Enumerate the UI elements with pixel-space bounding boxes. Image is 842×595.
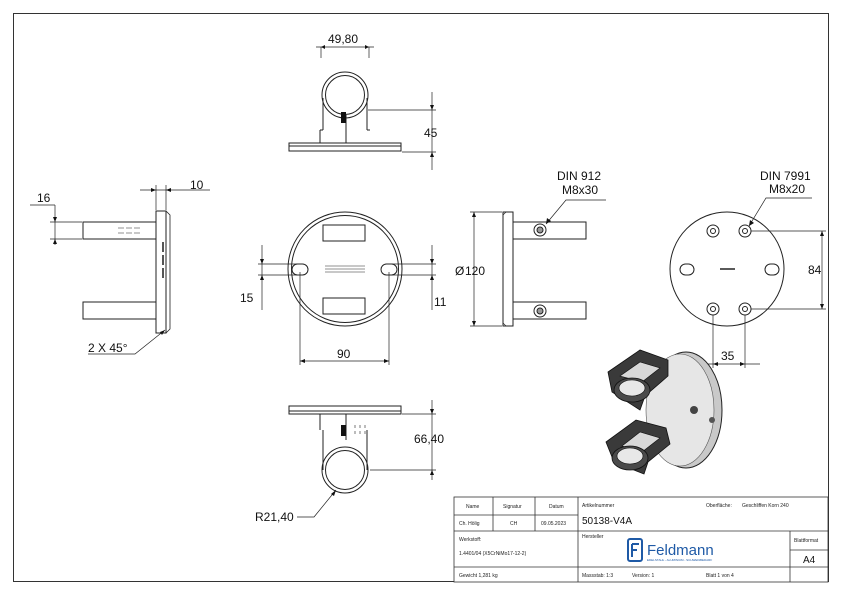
company-tagline: EDELSTAHL - ALUMINIUM - SCHWEIßBEDARF (647, 558, 712, 562)
tb-material-value: 1.4401/04 (X5CrNiMo17-12-2) (459, 551, 527, 557)
dim-diameter-symbol: Ø (455, 264, 464, 278)
dim-hole-distance: 90 (337, 347, 351, 361)
sheet-frame (13, 13, 829, 582)
dim-bolt-horizontal: 35 (721, 349, 735, 363)
dim-top-width: 49,80 (328, 32, 358, 46)
isometric-render (605, 349, 723, 475)
tb-date-value: 09.05.2023 (541, 521, 566, 527)
bottom-view (288, 400, 436, 518)
back-view (669, 197, 826, 368)
tb-manufacturer-label: Hersteller (582, 534, 604, 540)
dim-diameter: 120 (465, 264, 485, 278)
dim-slot-right: 11 (434, 295, 447, 309)
tb-surface-value: Geschliffen Korn 240 (742, 503, 789, 509)
dim-chamfer: 2 X 45° (88, 341, 128, 355)
dim-bolt-vertical: 84 (808, 263, 822, 277)
screw-spec-1-norm: DIN 912 (557, 169, 601, 183)
screw-spec-2-size: M8x20 (769, 182, 805, 196)
tb-signature-header: Signatur (503, 504, 522, 510)
screw-spec-2-norm: DIN 7991 (760, 169, 811, 183)
company-logo: Feldmann EDELSTAHL - ALUMINIUM - SCHWEIß… (627, 538, 714, 562)
screw-spec-1-size: M8x30 (562, 183, 598, 197)
tb-article-label: Artikelnummer (582, 503, 615, 509)
company-name: Feldmann (647, 542, 714, 559)
dim-slot-left: 15 (240, 291, 254, 305)
tb-signature-value: CH (510, 521, 518, 527)
dim-side-thickness: 10 (190, 178, 204, 192)
tb-scale: Massstab: 1:3 (582, 573, 613, 579)
tb-article-number: 50138-V4A (582, 516, 632, 527)
dim-side-small: 16 (37, 191, 51, 205)
tb-surface-label: Oberfläche: (706, 503, 732, 509)
tb-date-header: Datum (549, 504, 564, 510)
tb-material-label: Werkstoff: (459, 537, 481, 543)
tb-sheet: Blatt 1 von 4 (706, 573, 734, 579)
tb-name-header: Name (466, 504, 480, 510)
tb-format-value: A4 (803, 555, 816, 566)
tb-weight: Gewicht 1,281 kg (459, 573, 498, 579)
top-view (288, 45, 436, 170)
front-view (258, 211, 436, 365)
screw-side-view (470, 199, 606, 327)
dim-radius: R21,40 (255, 510, 294, 524)
dim-bottom-height: 66,40 (414, 432, 444, 446)
tb-format-label: Blattformat (794, 538, 819, 544)
dim-top-height: 45 (424, 126, 438, 140)
tb-version: Version: 1 (632, 573, 654, 579)
tb-name-value: Ch. Hölig (459, 521, 480, 527)
side-view (30, 185, 210, 355)
